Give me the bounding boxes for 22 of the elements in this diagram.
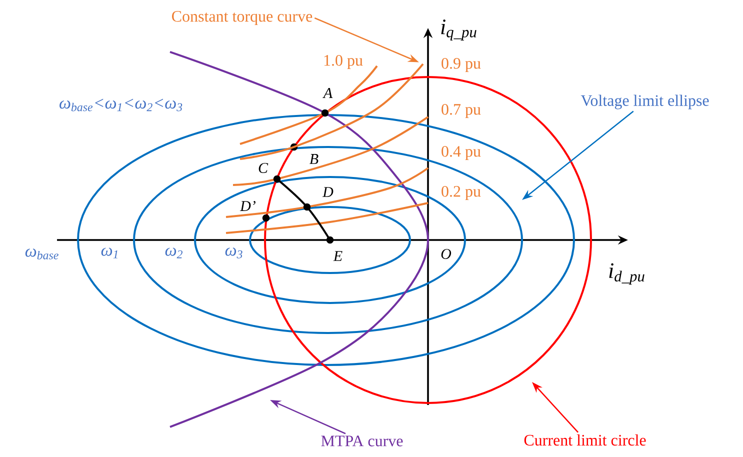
point-label: E (333, 251, 342, 261)
speed-label: ω$_{base}$<ω$_{1}$<ω$_{2}$<ω$_{3}$ (60, 98, 182, 112)
point-label: D’ (240, 200, 256, 211)
point-label: O (441, 248, 452, 260)
tick-label: 0.9 pu (442, 58, 481, 72)
tick-label: 0.2 pu (442, 186, 481, 200)
callout-text: MTPA curve (321, 436, 403, 446)
callout-text: Current limit circle (524, 434, 646, 446)
tick-label: 0.7 pu (442, 104, 481, 118)
tick-label: 1.0 pu (324, 54, 363, 69)
point-label: A (322, 88, 333, 98)
axis-label: i$_{q_pu}$ (441, 20, 476, 40)
tick-label: 0.4 pu (442, 146, 481, 160)
point-label: D (322, 187, 334, 197)
speed-label: ω$_{base}$ (25, 248, 58, 260)
callout-text: Constant torque curve (172, 11, 312, 25)
speed-label: ω$_{1}$ (101, 248, 118, 258)
callout-text: Voltage limit ellipse (580, 94, 709, 110)
speed-label: ω$_{3}$ (225, 248, 242, 258)
speed-label: ω$_{2}$ (165, 248, 182, 258)
axis-label: i$_{d_pu}$ (609, 263, 644, 285)
point-label: B (310, 154, 318, 164)
